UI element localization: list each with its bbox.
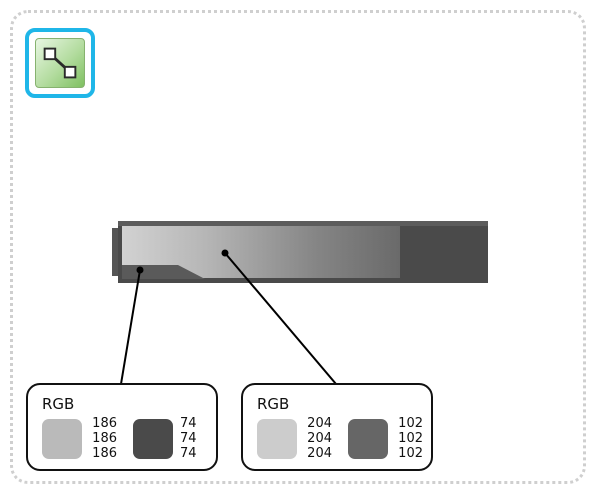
rgb-b-value: 74: [180, 446, 197, 461]
rgb-r-value: 186: [92, 416, 117, 431]
rgb-label: RGB: [257, 395, 290, 413]
rgb-b-value: 102: [398, 446, 423, 461]
rgb-r-value: 204: [307, 416, 332, 431]
rgb-b-value: 186: [92, 446, 117, 461]
rgb-label: RGB: [42, 395, 75, 413]
rgb-values-dark: 102 102 102: [395, 416, 423, 461]
color-swatch-dark: [348, 419, 388, 459]
rgb-g-value: 186: [92, 431, 117, 446]
rgb-info-box-left: RGB 186 186 186 74 74 74: [26, 383, 218, 471]
callout-line-right: [224, 252, 337, 385]
callout-anchor-left: [136, 266, 144, 274]
rgb-values-light: 204 204 204: [304, 416, 332, 461]
callout-anchor-right: [221, 249, 229, 257]
rgb-g-value: 204: [307, 431, 332, 446]
rgb-values-light: 186 186 186: [89, 416, 117, 461]
rgb-values-dark: 74 74 74: [180, 416, 208, 461]
connect-line-icon: [35, 38, 85, 88]
bar-top-bevel: [118, 221, 488, 226]
rgb-r-value: 102: [398, 416, 423, 431]
rgb-g-value: 74: [180, 431, 197, 446]
canvas-frame: [10, 10, 586, 484]
rgb-g-value: 102: [398, 431, 423, 446]
bar-left-cap: [112, 228, 122, 276]
rgb-info-box-right: RGB 204 204 204 102 102 102: [241, 383, 433, 471]
connector-tool-button[interactable]: [25, 28, 95, 98]
color-swatch-light: [257, 419, 297, 459]
color-swatch-light: [42, 419, 82, 459]
callout-line-left: [120, 269, 141, 385]
rgb-b-value: 204: [307, 446, 332, 461]
rgb-r-value: 74: [180, 416, 197, 431]
color-swatch-dark: [133, 419, 173, 459]
